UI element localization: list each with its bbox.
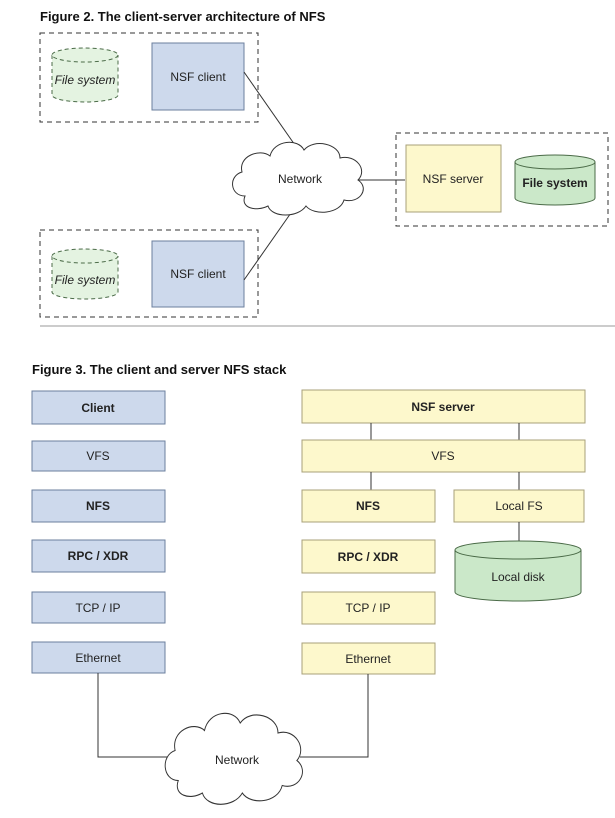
network-label-fig3: Network <box>215 753 260 767</box>
server-stack-layer-3 <box>301 642 436 675</box>
client-stack-layer-1 <box>31 440 166 472</box>
client-stack-label-4: TCP / IP <box>75 601 120 615</box>
client-stack-label-1: VFS <box>86 449 109 463</box>
nsf-client-top-box <box>151 42 245 111</box>
server-fs-label: File system <box>522 176 587 190</box>
client-stack-layer-5 <box>31 641 166 674</box>
server-group: NSF server File system <box>395 132 609 227</box>
client-group-bottom: File system NSF client <box>39 229 259 318</box>
figure2-title: Figure 2. The client-server architecture… <box>40 9 326 24</box>
figure3-title: Figure 3. The client and server NFS stac… <box>32 362 287 377</box>
link-client-top-network <box>243 71 298 149</box>
client-bottom-boundary <box>39 229 259 318</box>
nsf-client-bottom-box <box>151 240 245 308</box>
server-vfs-box <box>301 439 586 473</box>
client-stack-label-5: Ethernet <box>75 651 121 665</box>
server-stack-label-3: Ethernet <box>345 652 391 666</box>
local-disk-cylinder: Local disk <box>454 540 582 602</box>
server-filesystem-cylinder: File system <box>514 154 596 206</box>
client-stack-label-0: Client <box>81 401 114 415</box>
client-stack-layer-2 <box>31 489 166 523</box>
client-stack-label-2: NFS <box>86 499 110 513</box>
network-label-fig2: Network <box>278 172 323 186</box>
client-top-filesystem-cylinder: File system <box>51 47 119 103</box>
client-bottom-fs-label: File system <box>55 273 116 287</box>
client-stack-layer-3 <box>31 539 166 573</box>
server-stack-layer-2 <box>301 591 436 625</box>
nsf-server-label: NSF server <box>423 172 484 186</box>
local-fs-box <box>453 489 585 523</box>
local-fs-label: Local FS <box>495 499 542 513</box>
client-stack-layer-0 <box>31 390 166 425</box>
server-stack-label-2: TCP / IP <box>345 601 390 615</box>
server-stack-label-1: RPC / XDR <box>338 550 399 564</box>
server-stack-layer-0 <box>301 489 436 523</box>
client-stack-label-3: RPC / XDR <box>68 549 129 563</box>
link-client-ethernet-network <box>97 673 175 758</box>
nsf-client-top-label: NSF client <box>170 70 226 84</box>
client-bottom-filesystem-cylinder: File system <box>51 248 119 300</box>
server-vfs-label: VFS <box>431 449 454 463</box>
local-disk-label: Local disk <box>491 570 545 584</box>
client-top-boundary <box>39 32 259 123</box>
server-stack-layer-1 <box>301 539 436 574</box>
nsf-client-bottom-label: NSF client <box>170 267 226 281</box>
nsf-server-header-label: NSF server <box>411 400 475 414</box>
link-server-ethernet-network <box>300 674 369 758</box>
nsf-server-header-box <box>301 389 586 424</box>
server-stack: NSF server VFS NFS Local FS RPC / XDR Lo… <box>301 389 586 675</box>
client-stack: Client VFS NFS RPC / XDR TCP / IP Ethern… <box>31 390 166 674</box>
client-top-fs-label: File system <box>55 73 116 87</box>
client-group-top: File system NSF client <box>39 32 259 123</box>
server-stack-label-0: NFS <box>356 499 380 513</box>
client-stack-layer-4 <box>31 591 166 624</box>
nsf-server-box <box>405 144 502 213</box>
